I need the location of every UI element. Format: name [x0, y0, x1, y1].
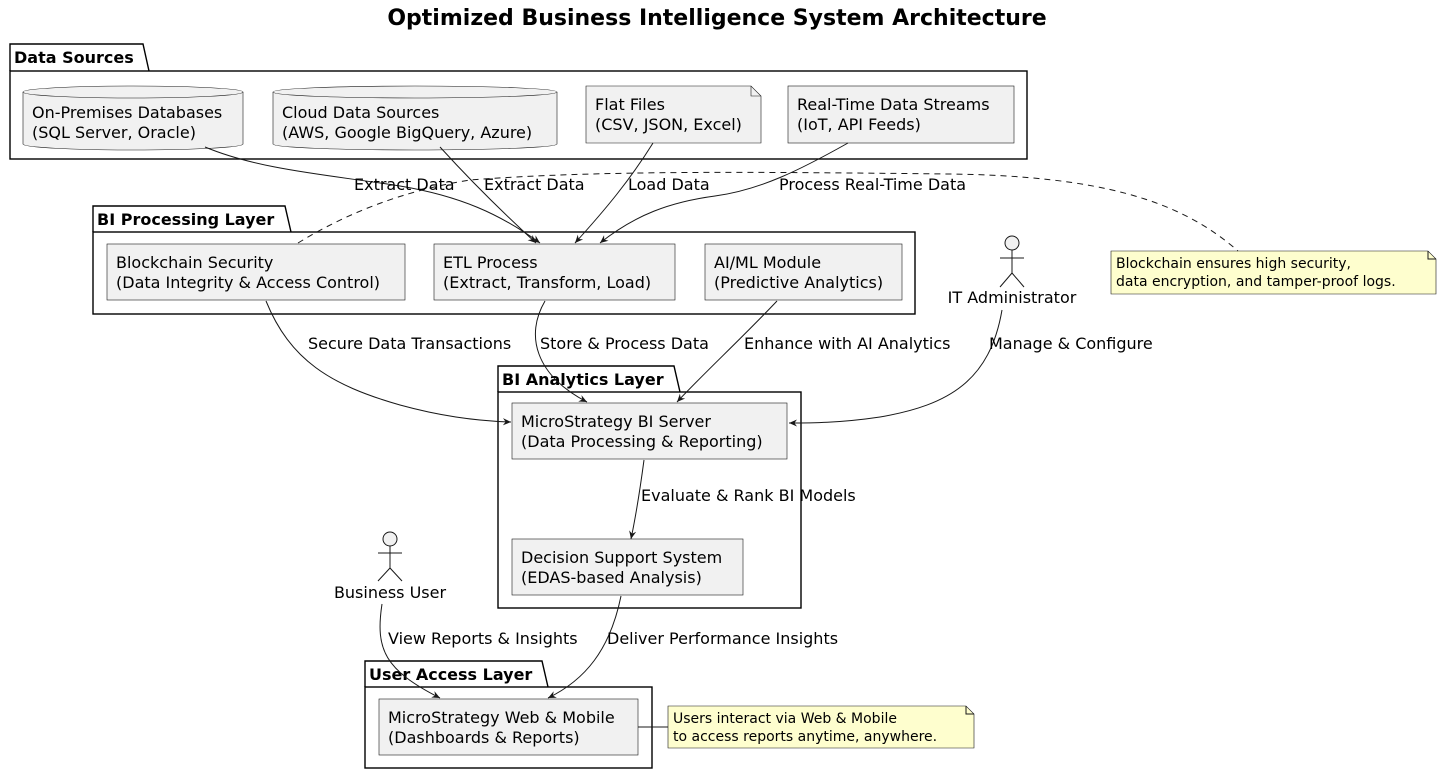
svg-text:(SQL Server, Oracle): (SQL Server, Oracle): [32, 123, 196, 142]
package-title-bi-processing: BI Processing Layer: [97, 210, 274, 229]
svg-text:Decision Support System: Decision Support System: [521, 548, 722, 567]
svg-text:Cloud Data Sources: Cloud Data Sources: [282, 103, 439, 122]
package-title-bi-analytics: BI Analytics Layer: [502, 370, 664, 389]
svg-text:MicroStrategy BI Server: MicroStrategy BI Server: [521, 412, 711, 431]
node-blockchain-security: Blockchain Security (Data Integrity & Ac…: [106, 243, 406, 301]
svg-text:(Dashboards & Reports): (Dashboards & Reports): [388, 728, 580, 747]
actor-it-administrator: IT Administrator: [948, 235, 1077, 307]
svg-text:to access reports anytime, any: to access reports anytime, anywhere.: [673, 729, 937, 745]
edge-cloud-to-etl: Extract Data: [439, 146, 585, 244]
svg-text:Users interact via Web & Mobil: Users interact via Web & Mobile: [673, 711, 897, 727]
edge-etl-to-bi-server: Store & Process Data: [534, 300, 709, 403]
edge-dss-to-web: Deliver Performance Insights: [547, 595, 838, 699]
svg-text:Enhance with AI Analytics: Enhance with AI Analytics: [744, 334, 951, 353]
edge-admin-to-bi-server: Manage & Configure: [788, 309, 1153, 427]
node-cloud-data-sources: Cloud Data Sources (AWS, Google BigQuery…: [272, 85, 558, 151]
node-microstrategy-web-mobile: MicroStrategy Web & Mobile (Dashboards &…: [378, 698, 639, 756]
svg-text:(Data Processing & Reporting): (Data Processing & Reporting): [521, 432, 763, 451]
svg-text:Extract Data: Extract Data: [354, 175, 455, 194]
edge-onprem-to-etl: Extract Data: [204, 146, 541, 244]
note-connector-blockchain: [297, 171, 1239, 252]
svg-text:Manage & Configure: Manage & Configure: [989, 334, 1153, 353]
node-decision-support-system: Decision Support System (EDAS-based Anal…: [511, 538, 744, 596]
node-on-premises-databases: On-Premises Databases (SQL Server, Oracl…: [22, 85, 244, 151]
svg-text:(EDAS-based Analysis): (EDAS-based Analysis): [521, 568, 702, 587]
node-ai-ml-module: AI/ML Module (Predictive Analytics): [704, 243, 903, 301]
svg-text:Blockchain Security: Blockchain Security: [116, 253, 273, 272]
svg-text:(Predictive Analytics): (Predictive Analytics): [714, 273, 883, 292]
actor-business-user: Business User: [334, 531, 447, 602]
svg-text:MicroStrategy Web & Mobile: MicroStrategy Web & Mobile: [388, 708, 615, 727]
edge-realtime-to-etl: Process Real-Time Data: [599, 142, 966, 244]
diagram-title: Optimized Business Intelligence System A…: [387, 6, 1046, 31]
svg-text:(CSV, JSON, Excel): (CSV, JSON, Excel): [595, 115, 742, 134]
node-real-time-data-streams: Real-Time Data Streams (IoT, API Feeds): [787, 85, 1015, 144]
node-microstrategy-bi-server: MicroStrategy BI Server (Data Processing…: [511, 402, 788, 460]
node-etl-process: ETL Process (Extract, Transform, Load): [433, 243, 676, 301]
svg-text:Load Data: Load Data: [628, 175, 710, 194]
svg-text:(Extract, Transform, Load): (Extract, Transform, Load): [443, 273, 651, 292]
actor-label-business-user: Business User: [334, 583, 447, 602]
package-title-data-sources: Data Sources: [14, 48, 134, 67]
svg-text:(AWS, Google BigQuery, Azure): (AWS, Google BigQuery, Azure): [282, 123, 532, 142]
actor-label-it-administrator: IT Administrator: [948, 288, 1077, 307]
svg-text:Secure Data Transactions: Secure Data Transactions: [308, 334, 511, 353]
svg-text:(Data Integrity & Access Contr: (Data Integrity & Access Control): [116, 273, 380, 292]
package-data-sources: Data Sources: [9, 43, 1028, 160]
svg-text:Flat Files: Flat Files: [595, 95, 665, 114]
svg-text:On-Premises Databases: On-Premises Databases: [32, 103, 222, 122]
package-title-user-access: User Access Layer: [369, 665, 532, 684]
node-flat-files: Flat Files (CSV, JSON, Excel): [585, 85, 762, 144]
svg-text:Deliver Performance Insights: Deliver Performance Insights: [607, 629, 838, 648]
edge-business-user-to-web: View Reports & Insights: [379, 603, 578, 699]
svg-text:Process Real-Time Data: Process Real-Time Data: [779, 175, 966, 194]
edge-flat-files-to-etl: Load Data: [574, 142, 710, 244]
svg-text:(IoT, API Feeds): (IoT, API Feeds): [797, 115, 921, 134]
note-user-access: Users interact via Web & Mobile to acces…: [667, 705, 975, 749]
edge-aiml-to-bi-server: Enhance with AI Analytics: [676, 300, 951, 403]
svg-text:Blockchain ensures high securi: Blockchain ensures high security,: [1116, 256, 1351, 272]
package-bi-processing: BI Processing Layer: [92, 205, 916, 315]
edge-blockchain-to-bi-server: Secure Data Transactions: [265, 300, 511, 426]
svg-text:Extract Data: Extract Data: [484, 175, 585, 194]
edge-bi-server-to-dss: Evaluate & Rank BI Models: [629, 459, 856, 540]
note-blockchain-security: Blockchain ensures high security, data e…: [1110, 250, 1437, 295]
svg-text:AI/ML Module: AI/ML Module: [714, 253, 821, 272]
svg-text:View Reports & Insights: View Reports & Insights: [388, 629, 578, 648]
svg-text:Evaluate & Rank BI Models: Evaluate & Rank BI Models: [641, 486, 856, 505]
package-bi-analytics: BI Analytics Layer: [497, 365, 802, 609]
svg-text:Store & Process Data: Store & Process Data: [540, 334, 709, 353]
svg-text:ETL Process: ETL Process: [443, 253, 538, 272]
svg-text:data encryption, and tamper-pr: data encryption, and tamper-proof logs.: [1116, 274, 1396, 290]
svg-text:Real-Time Data Streams: Real-Time Data Streams: [797, 95, 990, 114]
